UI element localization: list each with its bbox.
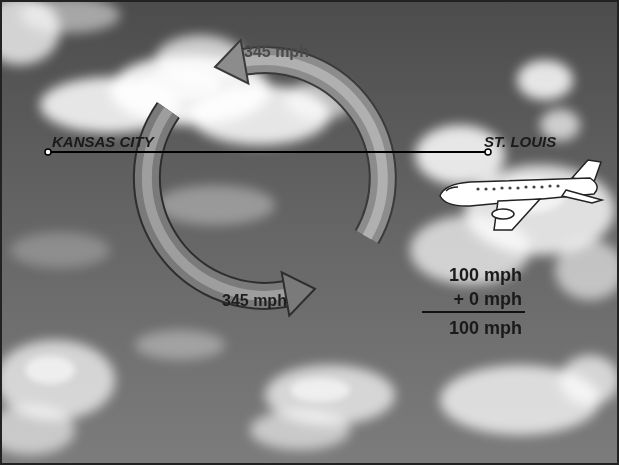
city-label: ST. LOUIS: [484, 133, 556, 150]
airplane-cockpit: [446, 187, 458, 191]
airplane: [440, 160, 602, 230]
arrow-band-top: [245, 60, 383, 237]
sum-term: 100 mph: [404, 265, 522, 285]
sum-result: 100 mph: [404, 318, 522, 338]
cycle-arrows: [147, 40, 383, 316]
speed-label: 345 mph: [222, 292, 287, 310]
sum-term: + 0 mph: [404, 289, 522, 309]
arrowhead: [215, 40, 248, 83]
cloud-highlights: [25, 70, 565, 402]
airplane-engine: [492, 209, 514, 219]
sum-rule: [422, 311, 525, 313]
arrow-band-bottom: [147, 110, 286, 296]
arrow-band-bottom: [147, 110, 286, 296]
route-line: [48, 151, 488, 153]
arrow-band-top: [245, 60, 383, 237]
speed-label: 345 mph: [244, 43, 309, 61]
city-dot: [45, 149, 51, 155]
airplane-stabilizer: [562, 190, 602, 203]
arrow-band-top: [245, 60, 383, 237]
airplane-windows: [476, 184, 559, 190]
city-label: KANSAS CITY: [52, 133, 154, 150]
arrow-band-bottom: [147, 110, 286, 296]
clouds: [0, 0, 619, 455]
